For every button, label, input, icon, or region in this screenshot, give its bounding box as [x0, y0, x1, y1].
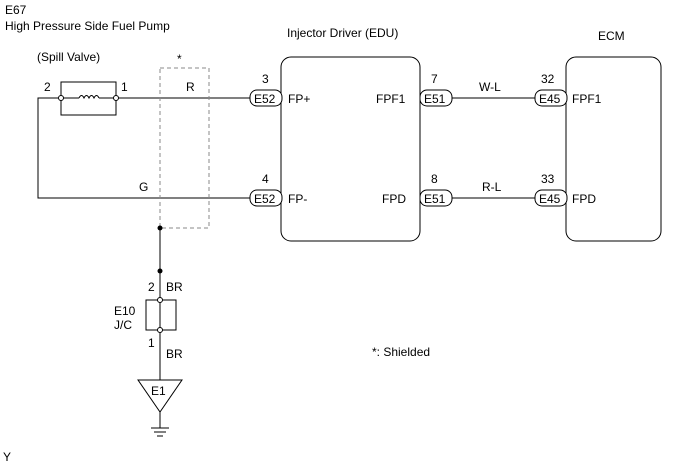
spill-valve-label: (Spill Valve)	[37, 50, 100, 64]
ecm-pin-fpf1: 32 E45 FPF1	[534, 72, 602, 107]
coil-icon	[78, 95, 100, 100]
spill-valve-pin-2: 2	[44, 80, 51, 94]
shield-box	[159, 67, 210, 229]
ground-icon	[151, 427, 169, 437]
connector-tag	[419, 89, 453, 107]
connector-tag	[249, 189, 283, 207]
component-code: E67	[5, 3, 27, 17]
wire-harness	[37, 97, 535, 428]
edu-pin-fp-plus: 3 E52 FP+	[249, 72, 310, 107]
jc-code: E10	[114, 304, 136, 318]
connector-code: E45	[539, 92, 561, 106]
connector-code: E52	[254, 92, 276, 106]
pin-number: 3	[262, 72, 269, 86]
edu-pin-fp-minus: 4 E52 FP-	[249, 172, 307, 207]
connector-tag	[534, 189, 568, 207]
connector-code: E51	[424, 92, 446, 106]
pin-number: 32	[541, 72, 555, 86]
pin-label: FPF1	[572, 92, 602, 106]
component-name: High Pressure Side Fuel Pump	[5, 19, 170, 33]
pin-label: FP+	[288, 92, 310, 106]
jc-pin-bottom: 1	[148, 336, 155, 350]
connector-code: E52	[254, 192, 276, 206]
ecm-title: ECM	[598, 29, 625, 43]
pin-label: FPF1	[376, 92, 406, 106]
pin-number: 33	[541, 172, 555, 186]
ground-point-triangle	[137, 379, 183, 413]
junction-connector	[145, 297, 177, 333]
connector-tag	[534, 89, 568, 107]
jc-pin-top: 2	[148, 280, 155, 294]
pin-number: 8	[431, 172, 438, 186]
wire-color-ground-upper: BR	[166, 280, 183, 294]
shield-marker: *	[177, 52, 182, 66]
connector-tag	[419, 189, 453, 207]
pin-label: FPD	[572, 192, 596, 206]
spill-valve	[58, 81, 119, 116]
pin-number: 4	[262, 172, 269, 186]
jc-type: J/C	[114, 318, 132, 332]
edu-box	[280, 56, 421, 242]
connector-code: E45	[539, 192, 561, 206]
edu-pin-fpd: 8 FPD E51	[382, 172, 453, 207]
corner-mark: Y	[3, 450, 11, 463]
ground-point-label: E1	[151, 384, 166, 398]
wire-color-fp-minus: G	[139, 180, 148, 194]
ecm-box	[565, 56, 662, 242]
pin-number: 7	[431, 72, 438, 86]
shield-junction-dot	[157, 225, 163, 231]
edu-title: Injector Driver (EDU)	[287, 26, 398, 40]
ecm-pin-fpd: 33 E45 FPD	[534, 172, 596, 207]
connector-tag	[249, 89, 283, 107]
wire-color-fpd: R-L	[482, 180, 502, 194]
wire-color-fp-plus: R	[186, 80, 195, 94]
edu-pin-fpf1: 7 FPF1 E51	[376, 72, 453, 107]
shield-note: *: Shielded	[372, 345, 430, 359]
pin-label: FP-	[288, 192, 307, 206]
pin-label: FPD	[382, 192, 406, 206]
ground-junction-dot	[157, 268, 163, 274]
spill-valve-pin-1: 1	[121, 80, 128, 94]
wire-color-ground-lower: BR	[166, 347, 183, 361]
connector-code: E51	[424, 192, 446, 206]
wire-color-fpf1: W-L	[479, 80, 501, 94]
